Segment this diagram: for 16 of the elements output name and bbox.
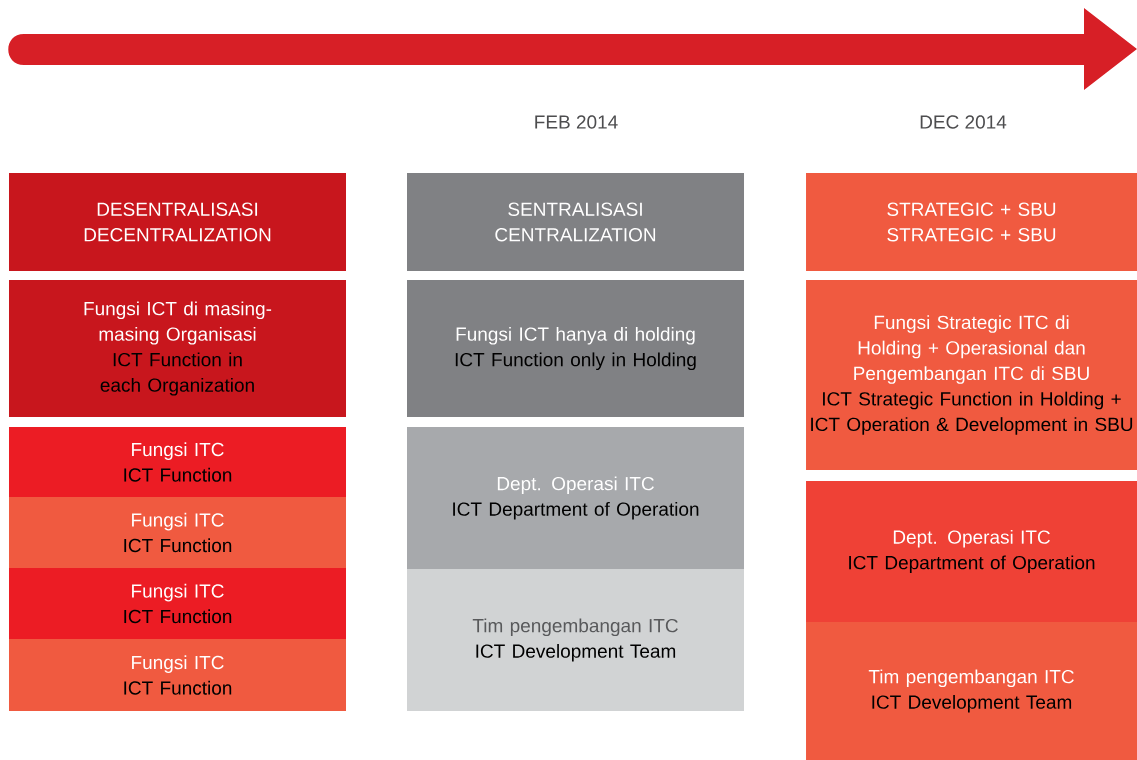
function-box: Tim pengembangan ITC ICT Development Team <box>806 622 1137 760</box>
column-header: STRATEGIC + SBU STRATEGIC + SBU <box>806 173 1137 271</box>
column-header: SENTRALISASI CENTRALIZATION <box>407 173 744 271</box>
column-header: DESENTRALISASI DECENTRALIZATION <box>9 173 346 271</box>
function-box: Dept. Operasi ITC ICT Department of Operation <box>806 481 1137 622</box>
date-label: FEB 2014 <box>535 115 618 129</box>
function-box: Fungsi ICT hanya di holding ICT Function only in Holding <box>407 280 744 417</box>
function-box: Fungsi ITC ICT Function <box>9 497 346 568</box>
date-label: DEC 2014 <box>920 115 1007 129</box>
function-box: Fungsi ITC ICT Function <box>9 568 346 639</box>
function-box: Dept. Operasi ITC ICT Department of Operation <box>407 427 744 569</box>
function-box: Fungsi ITC ICT Function <box>9 639 346 711</box>
function-box: Tim pengembangan ITC ICT Development Team <box>407 569 744 711</box>
function-box: Fungsi ITC ICT Function <box>9 427 346 497</box>
function-box: Fungsi ICT di masing-masing Organisasi ICT Function in each Organization <box>9 280 346 417</box>
function-box: Fungsi Strategic ITC di Holding + Operasional dan Pengembangan ITC di SBU ICT Strategic Function in Holding + ICT Operation & Development in SBU <box>806 280 1137 470</box>
